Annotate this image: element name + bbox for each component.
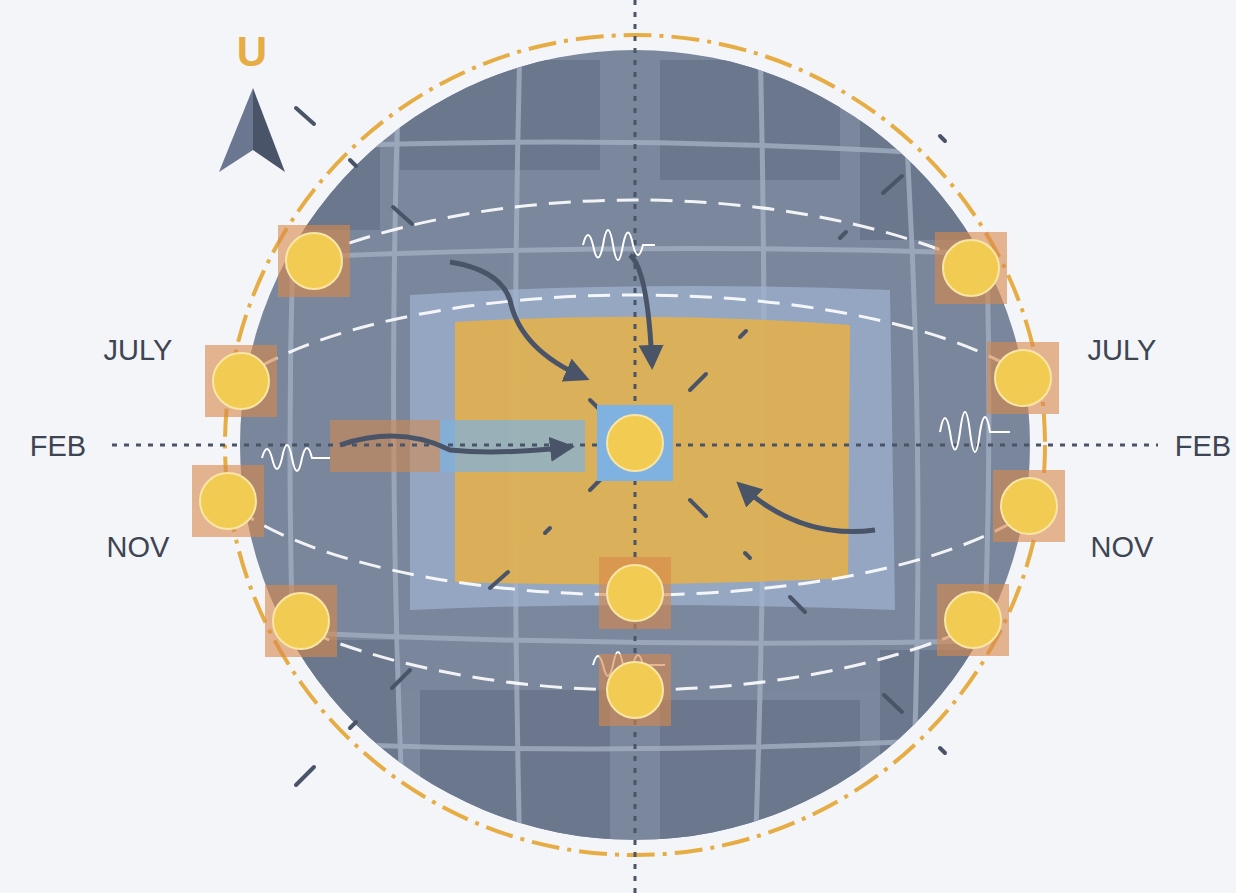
month-label: FEB <box>30 432 86 461</box>
month-label: JULY <box>104 336 173 365</box>
month-label: FEB <box>1175 432 1231 461</box>
north-label: U <box>237 31 267 73</box>
month-label: NOV <box>107 533 170 562</box>
month-label: NOV <box>1091 533 1154 562</box>
month-label: JULY <box>1088 336 1157 365</box>
